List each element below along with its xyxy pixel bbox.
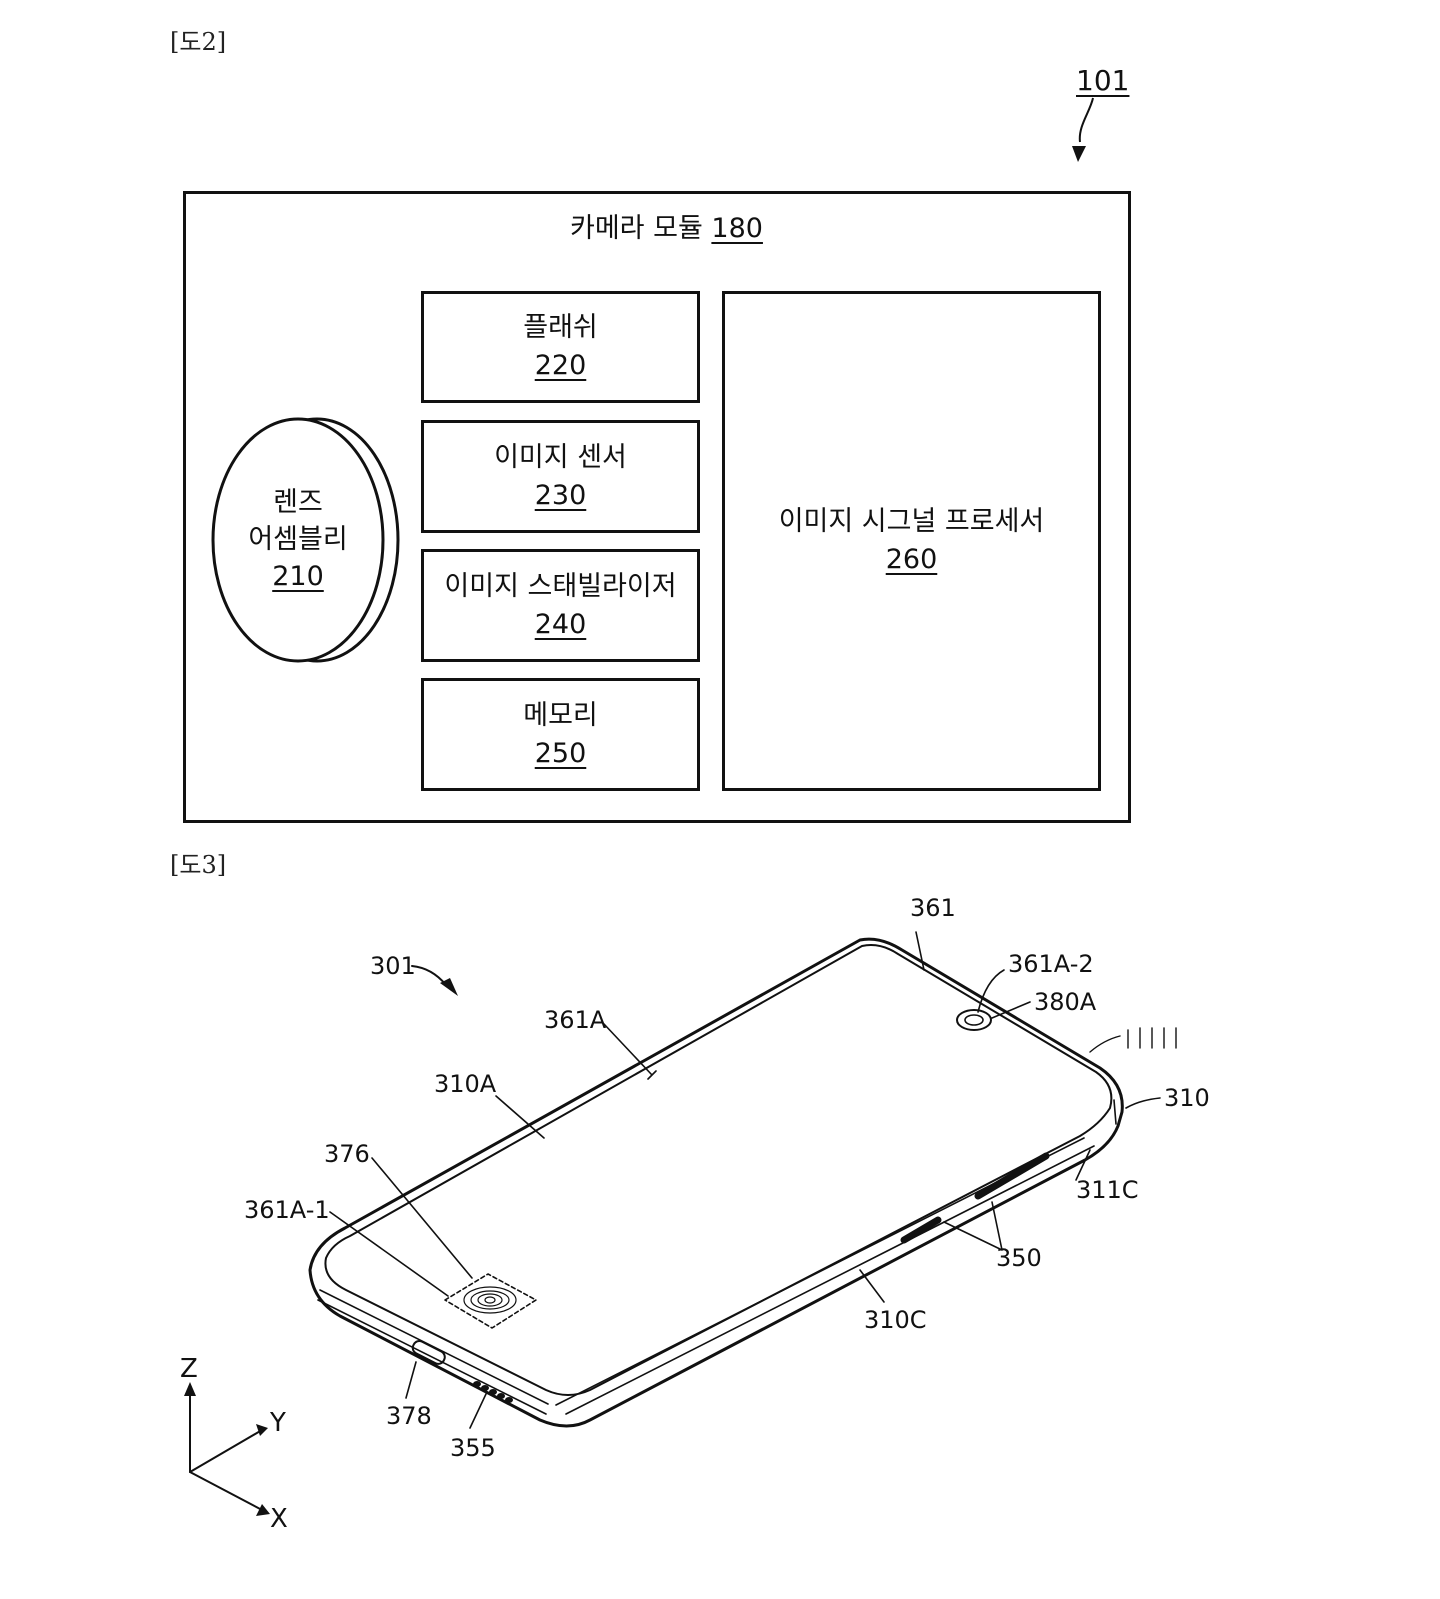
- corner-line: [1113, 1099, 1117, 1125]
- rear-cover-361: [324, 944, 1113, 1396]
- flash-num: 220: [534, 350, 587, 381]
- side-frame-line-b: [565, 1145, 1095, 1415]
- leader-361: [915, 931, 925, 971]
- axis-y: [189, 1429, 263, 1473]
- image-stabilizer-num: 240: [534, 608, 587, 640]
- lens-assembly-disc: [211, 417, 400, 663]
- leader-361A: [603, 1023, 657, 1080]
- lens-num: 210: [272, 560, 324, 592]
- arrow-y: [256, 1424, 268, 1436]
- leader-310: [1125, 1097, 1161, 1109]
- leader-311C: [1075, 1149, 1091, 1181]
- ref-310: 310: [1164, 1084, 1210, 1112]
- arrow-z: [184, 1382, 196, 1396]
- memory-name: 메모리: [523, 699, 598, 731]
- axis-x: [189, 1471, 263, 1511]
- axis-y-label: Y: [270, 1408, 286, 1438]
- image-stabilizer-block: 이미지 스태빌라이저 240: [421, 549, 700, 662]
- leader-355: [469, 1393, 487, 1429]
- leader-361A-1: [329, 1211, 449, 1297]
- side-key-long: [974, 1152, 1050, 1200]
- leader-310A: [495, 1095, 545, 1139]
- camera-ring-outer: [956, 1009, 992, 1031]
- fingerprint-area-dashed: [444, 1273, 537, 1329]
- leader-378: [405, 1361, 417, 1399]
- ref-361A: 361A: [544, 1006, 607, 1034]
- leader-350: [943, 1201, 1003, 1251]
- arrow-x: [256, 1504, 270, 1516]
- ref-310A: 310A: [434, 1070, 497, 1098]
- ref-361A-2: 361A-2: [1008, 950, 1094, 978]
- flash-name: 플래쉬: [523, 312, 598, 343]
- end-frame-line-2: [317, 1299, 547, 1415]
- leader-301: [411, 965, 447, 986]
- leader-376: [371, 1157, 473, 1279]
- ref-311C: 311C: [1076, 1176, 1139, 1204]
- camera-module-name: 카메라 모듈: [570, 213, 703, 244]
- ref-380A: 380A: [1034, 988, 1097, 1016]
- ref-361A-1: 361A-1: [244, 1196, 330, 1224]
- memory-num: 250: [534, 737, 587, 769]
- leader-310C: [859, 1269, 885, 1303]
- phone-body-outline: [308, 937, 1124, 1428]
- leader-101: [1078, 97, 1094, 143]
- lens-name-line2: 어셈블리: [248, 523, 348, 555]
- figure-2-label: [도2]: [170, 28, 227, 56]
- speaker-grille: [473, 1381, 513, 1403]
- axis-z-label: Z: [180, 1354, 198, 1384]
- isp-num: 260: [885, 544, 938, 575]
- leader-380A: [991, 1001, 1031, 1019]
- ref-101: 101: [1076, 64, 1130, 97]
- flash-block: 플래쉬 220: [421, 291, 700, 403]
- ref-301: 301: [370, 952, 416, 980]
- ref-378: 378: [386, 1402, 432, 1430]
- fingerprint-icon: [463, 1286, 517, 1314]
- lens-name-line1: 렌즈: [273, 486, 323, 518]
- axis-x-label: X: [270, 1504, 288, 1534]
- isp-name: 이미지 시그널 프로세서: [778, 506, 1045, 537]
- ref-376: 376: [324, 1140, 370, 1168]
- image-sensor-num: 230: [534, 479, 587, 511]
- camera-module-num: 180: [711, 213, 763, 244]
- ref-350: 350: [996, 1244, 1042, 1272]
- ref-355: 355: [450, 1434, 496, 1462]
- camera-ring-inner: [964, 1014, 984, 1026]
- edge-hatch-indicator: [1089, 1027, 1177, 1053]
- camera-module-title: 카메라 모듈 180: [570, 206, 763, 245]
- ref-310C: 310C: [864, 1306, 927, 1334]
- leader-361A-2: [977, 969, 1005, 1013]
- isp-block: 이미지 시그널 프로세서 260: [722, 291, 1101, 791]
- image-stabilizer-name: 이미지 스태빌라이저: [444, 570, 677, 602]
- arrow-101: [1072, 146, 1086, 162]
- memory-block: 메모리 250: [421, 678, 700, 791]
- image-sensor-block: 이미지 센서 230: [421, 420, 700, 533]
- arrow-301: [440, 978, 458, 996]
- ref-361: 361: [910, 894, 956, 922]
- side-key-short: [900, 1216, 942, 1244]
- image-sensor-name: 이미지 센서: [494, 441, 627, 473]
- figure-3-label: [도3]: [170, 851, 227, 879]
- usb-port: [411, 1340, 446, 1365]
- lens-assembly-label: 렌즈 어셈블리 210: [236, 474, 360, 604]
